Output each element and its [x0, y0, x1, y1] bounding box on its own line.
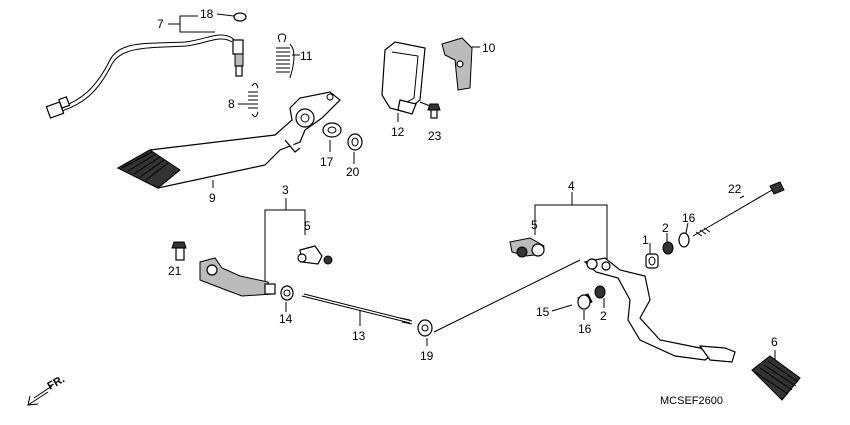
leader-18: [216, 13, 235, 17]
bolt-21: [171, 241, 187, 261]
joint-5-left: [297, 245, 333, 265]
callout-3: 3: [282, 183, 289, 197]
callout-7: 7: [157, 17, 164, 31]
callout-18: 18: [200, 7, 214, 21]
callout-6: 6: [771, 335, 778, 349]
brake-rod-13: [301, 293, 413, 325]
callout-11: 11: [300, 49, 313, 63]
callout-22: 22: [728, 182, 742, 196]
nut-19: [417, 319, 433, 337]
spring-8: [248, 82, 259, 118]
callout-23: 23: [428, 129, 442, 143]
front-direction-arrow-icon: [27, 385, 53, 406]
pedal-guard-12: [381, 41, 426, 115]
joint-5-right: [509, 237, 545, 258]
callout-2-lower: 2: [600, 309, 607, 323]
callout-15: 15: [536, 305, 550, 319]
arm-left: [199, 257, 276, 297]
washer-17: [322, 122, 342, 138]
callout-9: 9: [209, 191, 216, 205]
bolt-23: [419, 101, 441, 119]
return-spring-11: [276, 33, 295, 79]
brake-pedal: [116, 91, 341, 189]
bolt-22: [692, 181, 785, 237]
callout-labels: 18 7 11 8 9 10 12 23 17 20 3 5 21 14 13 …: [157, 7, 778, 363]
callout-14: 14: [279, 312, 293, 326]
callout-1: 1: [642, 233, 649, 247]
callout-5-right: 5: [531, 218, 538, 232]
leader-3: [264, 198, 306, 290]
front-direction-label: FR.: [46, 373, 67, 392]
washer-16-upper: [678, 232, 690, 248]
callout-16-lower: 16: [578, 322, 592, 336]
callout-5-left: 5: [304, 219, 311, 233]
bushing-1: [645, 253, 659, 269]
callout-2-upper: 2: [662, 221, 669, 235]
callout-16-upper: 16: [682, 211, 696, 225]
callout-21: 21: [168, 264, 182, 278]
clip-20: [347, 133, 363, 151]
callout-17: 17: [320, 155, 334, 169]
bracket-10: [441, 37, 473, 91]
callout-12: 12: [391, 125, 405, 139]
callout-4: 4: [568, 179, 575, 193]
link-line: [433, 259, 581, 333]
washer-16-lower: [577, 294, 591, 310]
nut-14: [280, 285, 294, 301]
seal-2-lower: [594, 285, 606, 299]
callout-20: 20: [346, 165, 360, 179]
callout-8: 8: [228, 97, 235, 111]
pedal-rubber-6: [751, 355, 801, 401]
callout-10: 10: [482, 41, 496, 55]
shift-pedal: [583, 257, 736, 363]
stop-switch-harness: [45, 12, 247, 119]
callout-13: 13: [352, 329, 366, 343]
diagram-code: MCSEF2600: [660, 395, 723, 407]
callout-19: 19: [420, 349, 434, 363]
leader-4: [534, 192, 608, 262]
leader-7-18: [168, 15, 215, 33]
seal-2-upper: [662, 241, 674, 255]
